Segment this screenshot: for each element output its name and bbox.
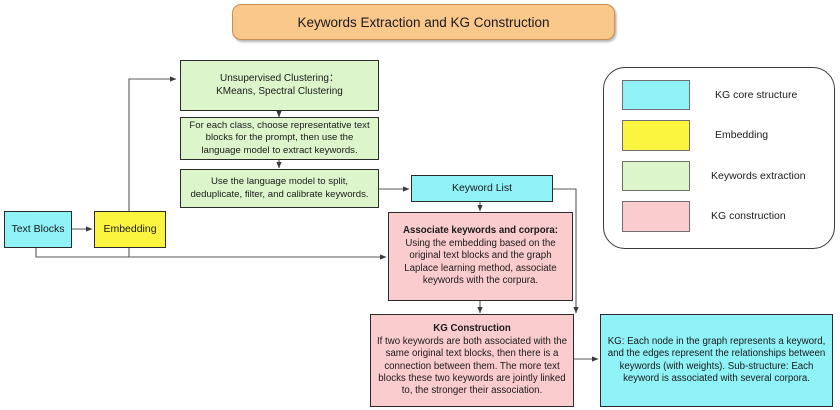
node-associate-heading: Associate keywords and corpora: xyxy=(402,225,559,237)
wire-embedding-to-clustering xyxy=(128,76,177,213)
legend-label-kg-construction: KG construction xyxy=(711,210,786,222)
node-associate-body: Using the embedding based on the origina… xyxy=(404,237,557,287)
node-kg-description[interactable]: KG: Each node in the graph represents a … xyxy=(600,314,833,407)
node-kg-construction-heading: KG Construction xyxy=(433,323,511,335)
node-clustering-line2: KMeans, Spectral Clustering xyxy=(216,85,343,97)
node-representative-text: For each class, choose representative te… xyxy=(189,120,370,156)
legend-swatch-kg-core-structure xyxy=(622,80,690,110)
node-text-blocks-label: Text Blocks xyxy=(11,222,65,235)
node-associate-keywords-corpora[interactable]: Associate keywords and corpora: Using th… xyxy=(388,212,573,301)
node-calibrate-keywords[interactable]: Use the language model to split, dedupli… xyxy=(180,169,379,208)
node-kg-construction[interactable]: KG Construction If two keywords are both… xyxy=(370,314,574,407)
page-title: Keywords Extraction and KG Construction xyxy=(232,4,615,40)
node-kg-description-text: KG: Each node in the graph represents a … xyxy=(607,335,826,384)
legend-label-keywords-extraction: Keywords extraction xyxy=(711,170,806,182)
page-title-text: Keywords Extraction and KG Construction xyxy=(297,14,550,30)
node-clustering-text: Unsupervised Clustering： KMeans, Spectra… xyxy=(186,73,373,99)
node-associate-text: Associate keywords and corpora: Using th… xyxy=(394,225,567,287)
wire-textblocks-to-associate xyxy=(35,248,387,260)
node-keyword-list[interactable]: Keyword List xyxy=(411,175,553,202)
legend-swatch-embedding xyxy=(622,120,690,151)
node-clustering-line1: Unsupervised Clustering： xyxy=(220,72,339,84)
node-calibrate-text: Use the language model to split, dedupli… xyxy=(190,176,369,200)
node-keyword-list-label: Keyword List xyxy=(451,181,513,194)
legend-label-embedding: Embedding xyxy=(715,129,769,141)
legend-label-kg-core-structure: KG core structure xyxy=(715,89,798,101)
legend-swatch-keywords-extraction xyxy=(622,161,690,191)
node-representative-blocks[interactable]: For each class, choose representative te… xyxy=(180,117,379,160)
node-text-blocks[interactable]: Text Blocks xyxy=(4,211,72,248)
node-unsupervised-clustering[interactable]: Unsupervised Clustering： KMeans, Spectra… xyxy=(180,60,379,111)
node-embedding-label: Embedding xyxy=(103,222,157,235)
node-embedding[interactable]: Embedding xyxy=(94,211,166,248)
node-kg-construction-text: KG Construction If two keywords are both… xyxy=(376,323,568,397)
legend-swatch-kg-construction xyxy=(622,201,690,232)
node-kg-construction-body: If two keywords are both associated with… xyxy=(376,335,568,397)
